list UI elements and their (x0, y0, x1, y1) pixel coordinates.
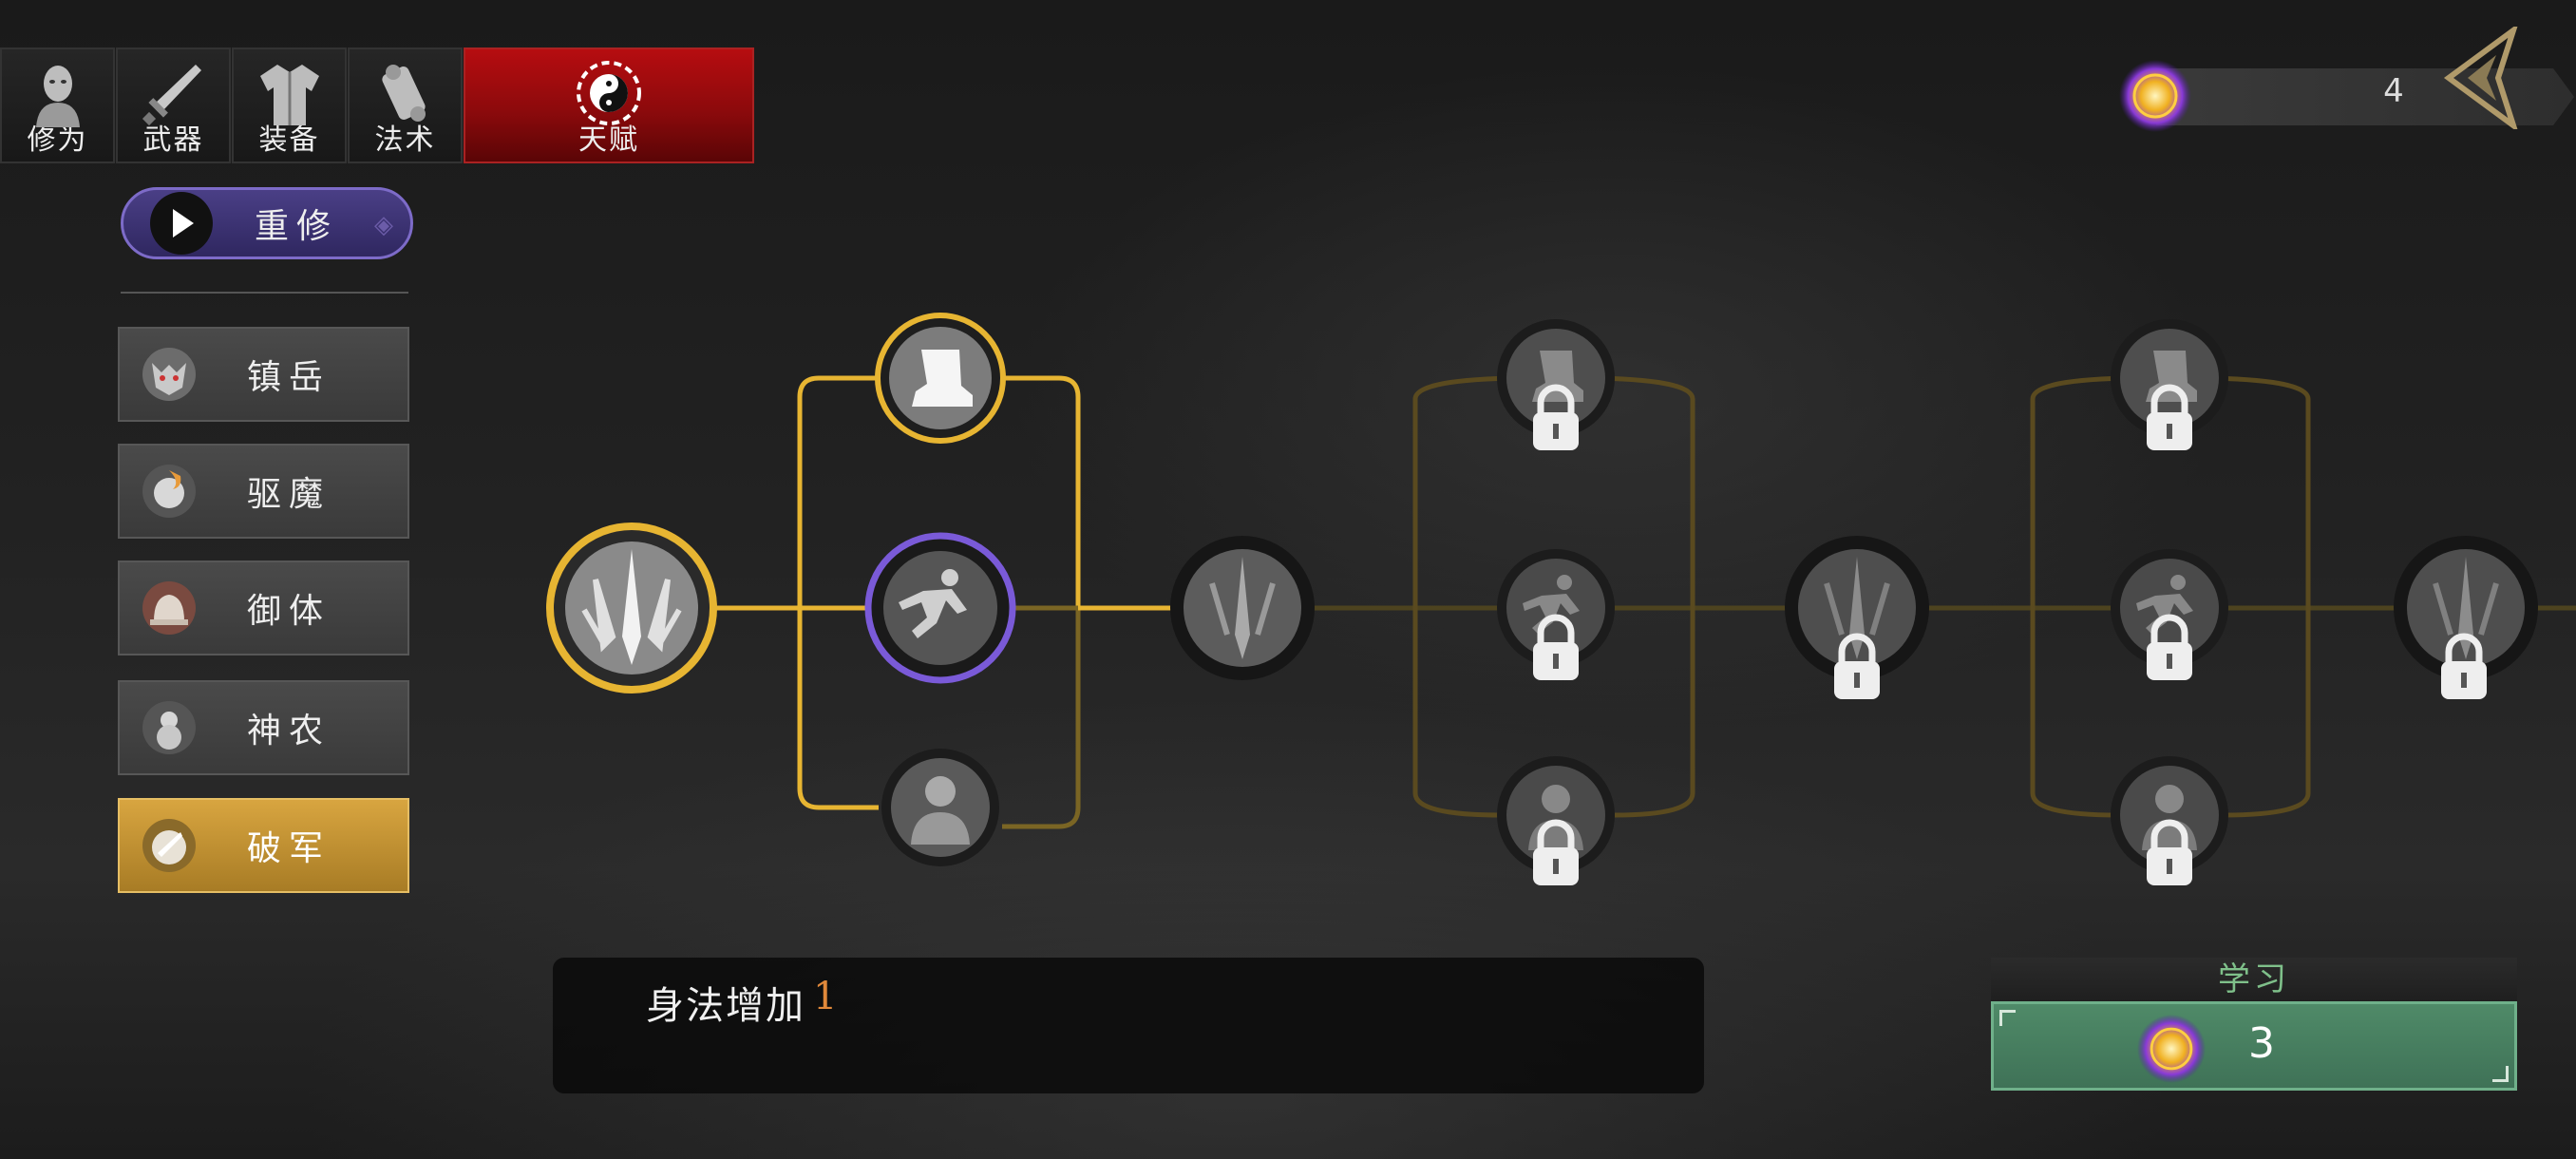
kick-figure-icon (1497, 549, 1615, 667)
lock-icon (1533, 819, 1579, 885)
tab-label: 装备 (258, 124, 320, 157)
lock-icon (1834, 633, 1880, 699)
lock-icon (2147, 384, 2192, 450)
category-label: 镇岳 (247, 358, 331, 397)
bell-icon (142, 581, 196, 635)
corner-decoration (2492, 1066, 2509, 1082)
tab-cultivation[interactable]: 修为 (0, 48, 115, 163)
lock-icon (1533, 384, 1579, 450)
learn-button[interactable]: 3 (1991, 1001, 2517, 1091)
category-label: 御体 (247, 592, 331, 631)
flame-orb-icon (142, 465, 196, 518)
boot-icon (875, 313, 1006, 444)
learn-header: 学习 (1991, 958, 2517, 1001)
rebuild-button[interactable]: 重修 ◈ (121, 187, 413, 259)
tab-label: 修为 (27, 124, 88, 157)
skill-node-2[interactable] (1166, 532, 1318, 684)
spirit-orb-icon (2136, 1014, 2207, 1084)
currency-value: 4 (2383, 72, 2404, 110)
rebuild-label: 重修 (255, 207, 339, 246)
tab-equipment[interactable]: 装备 (232, 48, 347, 163)
blade-burst-icon (2394, 536, 2538, 680)
skill-node-6[interactable] (2390, 532, 2542, 684)
head-icon (35, 66, 80, 127)
lock-icon (1533, 614, 1579, 680)
skill-node-3-mid[interactable] (1494, 546, 1618, 670)
scroll-icon (381, 65, 426, 122)
chevron-right-icon: ◈ (374, 211, 393, 239)
warrior-bust-icon (881, 749, 999, 866)
tab-label: 法术 (374, 124, 436, 157)
skill-node-5-mid[interactable] (2108, 546, 2231, 670)
sword-icon (142, 65, 201, 126)
kick-figure-icon (864, 532, 1016, 684)
category-label: 驱魔 (247, 475, 331, 514)
yin-yang-icon (577, 61, 641, 125)
category-label: 破军 (247, 829, 331, 868)
blade-burst-icon (1170, 536, 1315, 680)
lock-icon (2441, 633, 2487, 699)
category-pojun[interactable]: 破军 (118, 798, 409, 893)
description-text: 身法增加 (646, 984, 805, 1028)
corner-decoration (1999, 1010, 2016, 1026)
description-amount: 1 (813, 975, 838, 1018)
category-qumo[interactable]: 驱魔 (118, 444, 409, 539)
lock-icon (2147, 819, 2192, 885)
skill-node-4[interactable] (1781, 532, 1933, 684)
blade-burst-icon (1785, 536, 1929, 680)
lock-icon (2147, 614, 2192, 680)
spirit-orb-icon (2119, 60, 2191, 132)
gourd-icon (142, 701, 196, 754)
menu-divider (121, 292, 408, 294)
tab-weapon[interactable]: 武器 (116, 48, 231, 163)
currency-display: 4 (2118, 59, 2574, 132)
category-yuti[interactable]: 御体 (118, 560, 409, 656)
learn-title: 学习 (2218, 960, 2290, 998)
kick-figure-icon (2111, 549, 2228, 667)
tab-spells[interactable]: 法术 (348, 48, 463, 163)
category-shennong[interactable]: 神农 (118, 680, 409, 775)
skill-node-1-bottom[interactable] (879, 746, 1002, 869)
tab-talent[interactable]: 天赋 (464, 48, 754, 163)
blade-orb-icon (142, 819, 196, 872)
demon-mask-icon (142, 348, 196, 401)
blade-burst-icon (546, 522, 717, 694)
learn-cost: 3 (2248, 1019, 2275, 1068)
category-label: 神农 (247, 712, 331, 750)
skill-node-1-top[interactable] (874, 312, 1007, 445)
tab-label: 武器 (142, 124, 204, 157)
play-icon (150, 192, 213, 255)
skill-description-panel: 身法增加 1 (553, 958, 1704, 1093)
skill-node-root[interactable] (546, 522, 717, 694)
back-arrow-icon[interactable] (2439, 27, 2519, 129)
tab-label: 天赋 (578, 124, 639, 157)
top-tab-bar: 修为 武器 装备 法术 天赋 (0, 48, 755, 163)
skill-node-1-mid-selected[interactable] (864, 532, 1016, 684)
category-zhenyue[interactable]: 镇岳 (118, 327, 409, 422)
robe-icon (259, 65, 319, 125)
